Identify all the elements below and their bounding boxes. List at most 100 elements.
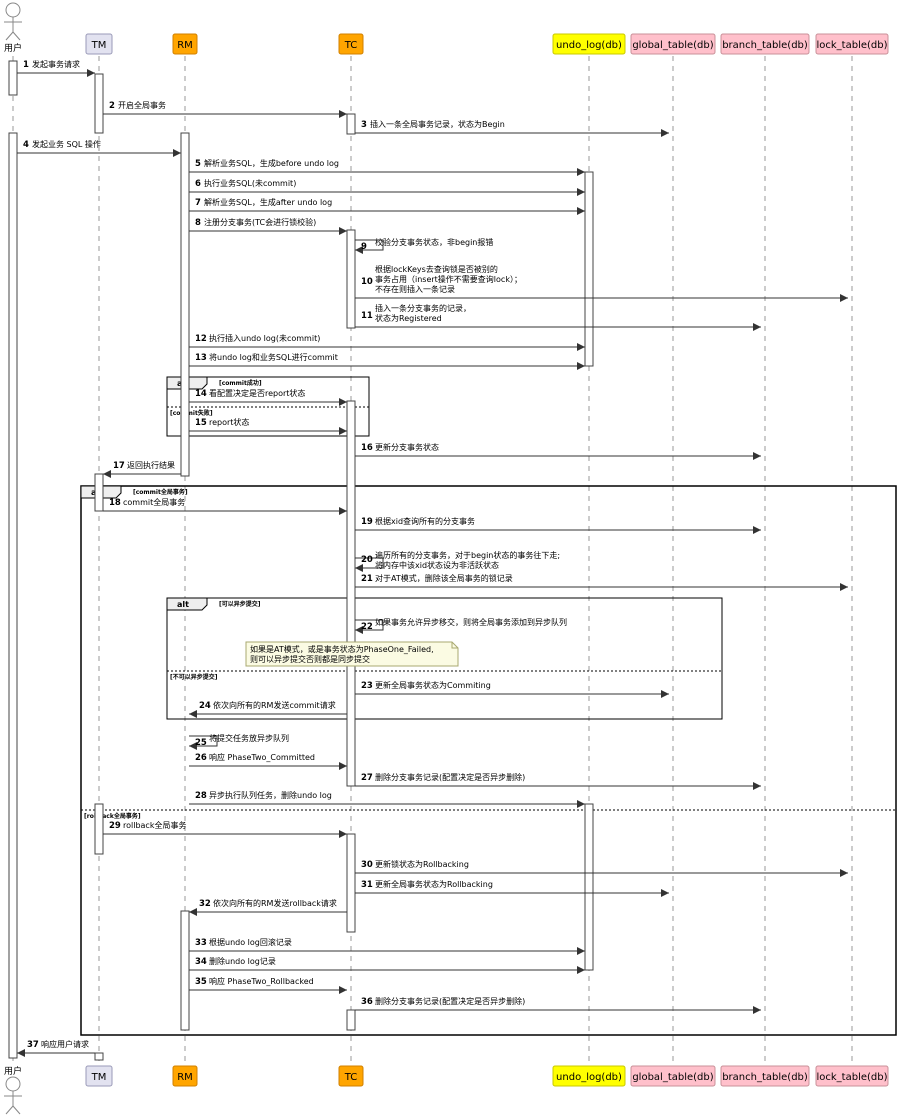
- message-10-label-2: 事务占用（insert操作不需要查询lock）；: [375, 274, 522, 284]
- message-15-label-1: report状态: [209, 417, 249, 427]
- message-22-number: 22: [361, 622, 373, 632]
- message-5-label-1: 解析业务SQL，生成before undo log: [204, 158, 339, 168]
- activation-bar-2: [8, 132, 18, 1059]
- message-31-arrowhead: [661, 889, 669, 897]
- participant-label-undo-bottom: undo_log(db): [556, 1072, 622, 1083]
- message-10-arrowhead: [840, 294, 848, 302]
- message-21-number: 21: [361, 574, 373, 584]
- message-22-label-1: 如果事务允许异步移交，则将全局事务添加到异步队列: [375, 617, 567, 627]
- message-37-arrowhead: [17, 1049, 25, 1057]
- message-17-number: 17: [113, 461, 125, 471]
- message-10-label-1: 根据lockKeys去查询锁是否被别的: [375, 264, 498, 274]
- message-11-label-1: 插入一条分支事务的记录，: [375, 303, 471, 313]
- activation-bar-7: [180, 132, 190, 477]
- message-14-arrowhead: [339, 398, 347, 406]
- message-31-number: 31: [361, 880, 373, 890]
- message-20-label-2: 将内存中该xid状态设为非活跃状态: [375, 560, 499, 570]
- message-30-number: 30: [361, 860, 373, 870]
- message-25-number: 25: [195, 738, 207, 748]
- alt-frame-global-guard-1: [commit全局事务]: [133, 488, 188, 496]
- message-9-label-1: 校验分支事务状态，非begin报错: [375, 237, 493, 247]
- actor-leg-left-top: [5, 31, 14, 41]
- message-22-arrow: [355, 619, 384, 631]
- message-8-arrowhead: [339, 227, 347, 235]
- message-2-arrowhead: [339, 110, 347, 118]
- message-21-arrowhead: [840, 583, 848, 591]
- message-4-label-1: 发起业务 SQL 操作: [32, 139, 101, 149]
- message-9-arrowhead: [355, 246, 363, 254]
- message-16-arrowhead: [753, 452, 761, 460]
- message-7-label-1: 解析业务SQL，生成after undo log: [204, 197, 332, 207]
- message-33-arrowhead: [577, 947, 585, 955]
- message-10-label-3: 不存在则插入一条记录: [375, 284, 455, 294]
- activation-bar-5: [94, 803, 104, 855]
- message-20-arrowhead: [355, 564, 363, 572]
- activation-bar-4: [94, 473, 104, 512]
- participant-label-global-bottom: global_table(db): [632, 1072, 713, 1083]
- message-34-number: 34: [195, 957, 207, 967]
- message-17-arrowhead: [103, 470, 111, 478]
- message-26-arrowhead: [339, 762, 347, 770]
- message-28-label-1: 异步执行队列任务，删除undo log: [209, 790, 332, 800]
- activation-bar-3: [94, 73, 104, 134]
- activation-bar-6: [94, 1052, 104, 1061]
- message-35-label-1: 响应 PhaseTwo_Rollbacked: [209, 976, 314, 986]
- message-22-arrowhead: [355, 626, 363, 634]
- activation-bar-10: [346, 229, 356, 329]
- alt-frame-async-tab: [166, 597, 208, 611]
- alt-frame-async: [166, 597, 723, 720]
- alt-frame-async-keyword: alt: [177, 600, 189, 609]
- message-7-number: 7: [195, 198, 201, 208]
- message-29-arrowhead: [339, 830, 347, 838]
- actor-leg-left-bottom: [5, 1105, 14, 1115]
- activation-bar-12: [346, 833, 356, 933]
- participant-label-tc-bottom: TC: [344, 1072, 358, 1083]
- message-20-number: 20: [361, 555, 373, 565]
- message-34-arrowhead: [577, 966, 585, 974]
- message-12-label-1: 执行插入undo log(未commit): [209, 333, 320, 343]
- actor-label-bottom: 用户: [4, 1065, 22, 1077]
- message-24-number: 24: [199, 701, 211, 711]
- message-36-number: 36: [361, 997, 373, 1007]
- note-line-2: 则可以异步提交否则都是同步提交: [250, 654, 370, 664]
- participant-box-undo-top: [552, 33, 626, 55]
- alt-frame-commit-result-guard-1: [commit成功]: [219, 379, 262, 387]
- activation-bar-8: [180, 910, 190, 1031]
- message-6-label-1: 执行业务SQL(未commit): [204, 178, 296, 188]
- message-16-label-1: 更新分支事务状态: [375, 442, 439, 452]
- message-31-label-1: 更新全局事务状态为Rollbacking: [375, 879, 493, 889]
- participant-box-tc-bottom: [338, 1065, 364, 1087]
- message-3-arrowhead: [661, 129, 669, 137]
- alt-frame-commit-result-guard-2: [commit失败]: [170, 409, 213, 417]
- message-4-arrowhead: [173, 149, 181, 157]
- participant-label-rm-bottom: RM: [177, 1072, 193, 1083]
- alt-frame-async-guard-2: [不可以异步提交]: [170, 673, 218, 681]
- message-20-label-1: 遍历所有的分支事务，对于begin状态的事务往下走;: [375, 550, 560, 560]
- message-4-number: 4: [23, 140, 29, 150]
- message-36-label-1: 删除分支事务记录(配置决定是否异步删除): [375, 996, 525, 1006]
- message-1-label-1: 发起事务请求: [32, 59, 80, 69]
- message-32-arrowhead: [189, 908, 197, 916]
- participant-box-lock-bottom: [815, 1065, 889, 1087]
- message-33-label-1: 根据undo log回滚记录: [209, 937, 292, 947]
- message-13-label-1: 将undo log和业务SQL进行commit: [209, 352, 338, 362]
- message-19-label-1: 根据xid查询所有的分支事务: [375, 516, 475, 526]
- message-18-number: 18: [109, 498, 121, 508]
- message-8-label-1: 注册分支事务(TC会进行锁校验): [204, 217, 316, 227]
- participant-box-branch-bottom: [720, 1065, 810, 1087]
- message-30-label-1: 更新锁状态为Rollbacking: [375, 859, 469, 869]
- message-19-number: 19: [361, 517, 373, 527]
- message-5-number: 5: [195, 159, 201, 169]
- participant-label-lock-bottom: lock_table(db): [816, 1072, 887, 1083]
- message-29-number: 29: [109, 821, 121, 831]
- message-27-number: 27: [361, 773, 373, 783]
- message-11-arrowhead: [753, 323, 761, 331]
- message-37-label-1: 响应用户请求: [41, 1039, 89, 1049]
- message-27-arrowhead: [753, 782, 761, 790]
- message-12-number: 12: [195, 334, 207, 344]
- message-18-arrowhead: [339, 507, 347, 515]
- actor-head-top: [5, 2, 21, 18]
- message-26-label-1: 响应 PhaseTwo_Committed: [209, 752, 315, 762]
- message-14-label-1: 看配置决定是否report状态: [209, 388, 305, 398]
- message-17-label-1: 返回执行结果: [127, 460, 175, 470]
